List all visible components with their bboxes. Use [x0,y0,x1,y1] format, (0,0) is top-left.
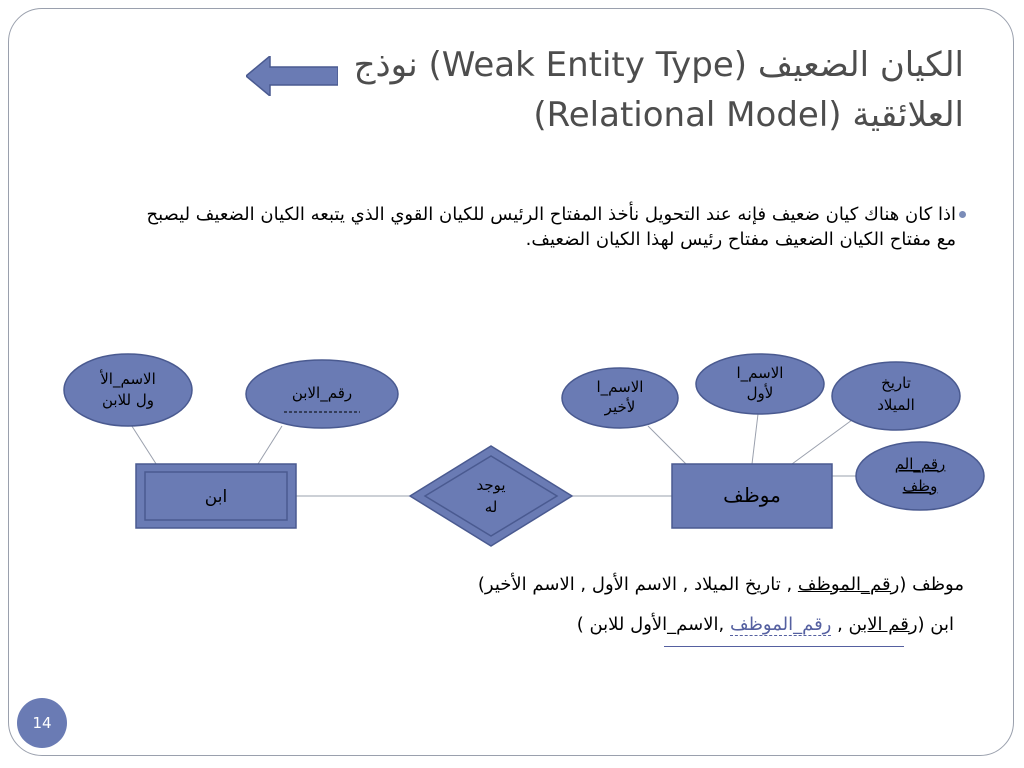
attr-employee-number-line-2: وظف [903,477,938,495]
schema-underline [664,646,904,647]
attr-last-name-line-1: الاسم_ا [597,378,644,397]
strong-entity-label: موظف [723,483,781,507]
attr-employee-number-line-1: رقم_الم [895,455,946,474]
son-partial-key: رقم الابن [848,614,918,635]
bullet-icon [959,211,966,218]
slide-frame [8,8,1014,756]
page-number: 14 [17,698,67,748]
son-separator: , [831,614,849,635]
left-arrow-icon [246,56,338,96]
attr-son-first-name: الاسم_الأ ول للابن [63,353,193,427]
weak-entity-son: ابن [135,463,297,529]
son-foreign-key: رقم_الموظف [729,614,832,636]
attr-first-name: الاسم_ا لأول [695,353,825,415]
attr-first-name-line-1: الاسم_ا [737,364,784,383]
attr-last-name-line-2: لأخير [604,397,636,416]
relationship-label-1: يوجد [476,476,505,494]
title-line-1: الكيان الضعيف (Weak Entity Type) نوذج [353,45,964,85]
attr-last-name: الاسم_ا لأخير [561,367,679,429]
son-relation-name: ابن ( [917,614,954,635]
attr-son-first-name-line-2: ول للابن [102,391,154,409]
attr-son-number: رقم_الابن [245,359,399,429]
son-relation-schema: ابن (رقم الابن , رقم_الموظف ,الاسم_الأول… [576,614,954,636]
slide-title: الكيان الضعيف (Weak Entity Type) نوذج ال… [64,40,964,140]
employee-attributes: , تاريخ الميلاد , الاسم الأول , الاسم ال… [477,574,798,595]
attr-birth-date: تاريخ الميلاد [831,361,961,431]
bullet-text: اذا كان هناك كيان ضعيف فإنه عند التحويل … [146,204,957,250]
relationship-label-2: له [485,498,498,516]
identifying-relationship: يوجد له [408,445,574,547]
attr-employee-number: رقم_الم وظف [855,441,985,511]
employee-relation-name: موظف ( [899,574,964,595]
attr-first-name-line-2: لأول [747,383,774,402]
son-attributes: ,الاسم_الأول للابن ) [576,614,730,635]
attr-birth-date-line-2: الميلاد [877,396,915,414]
employee-relation-schema: موظف (رقم_الموظف , تاريخ الميلاد , الاسم… [478,574,964,595]
weak-entity-label: ابن [205,487,227,507]
strong-entity-employee: موظف [671,463,833,529]
attr-son-first-name-line-1: الاسم_الأ [99,369,156,389]
attr-birth-date-line-1: تاريخ [881,374,911,392]
title-line-2: العلائقية (Relational Model) [533,95,964,135]
attr-son-number-label: رقم_الابن [292,384,352,403]
employee-primary-key: رقم_الموظف [797,574,900,595]
